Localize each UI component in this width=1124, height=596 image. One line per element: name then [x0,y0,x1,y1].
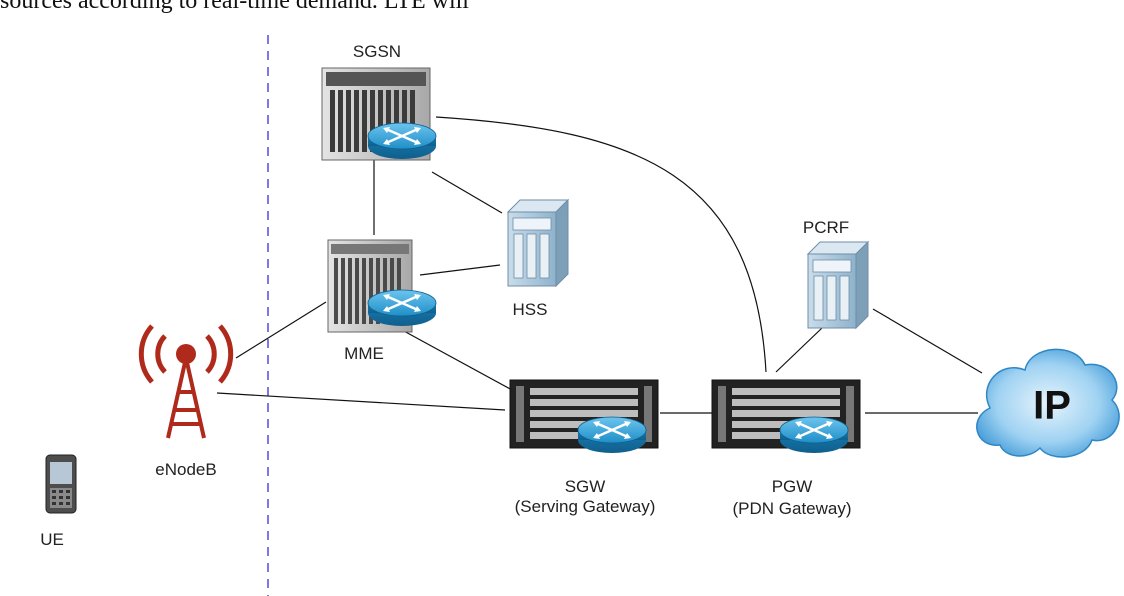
link-pcrf-ip [872,308,983,374]
link-mme-sgw [401,329,513,391]
ip-cloud-icon [976,348,1120,458]
ip-label: IP [1033,383,1071,428]
enodeb-antenna-icon [138,324,234,439]
mme-node [327,239,438,333]
sgsn-router-icon [366,121,438,161]
sgsn-label: SGSN [352,42,402,61]
sgsn-slots [330,90,415,152]
link-sgsn-pgw [435,116,767,373]
sgw-router-icon [576,415,648,455]
link-pcrf-pgw [775,327,823,373]
link-mme-hss [419,264,501,276]
pgw-sublabel: (PDN Gateway) [732,499,852,518]
sgsn-top-panel [326,72,426,86]
link-sgsn-hss [431,171,503,214]
hss-label: HSS [512,300,548,319]
ue-phone-icon [45,454,77,514]
sgw-node [509,379,659,455]
connections [216,116,983,414]
sgsn-node [321,67,438,161]
link-enodeb-sgw [216,392,506,411]
top-text-fragment: sources according to real-time demand. L… [0,0,469,14]
pgw-router-icon [778,415,850,455]
link-enodeb-mme [235,301,327,359]
ue-label: UE [40,530,64,549]
sgw-sublabel: (Serving Gateway) [514,497,656,516]
sgw-label: SGW [564,477,606,496]
pgw-label: PGW [771,477,813,496]
enodeb-label: eNodeB [155,460,217,479]
mme-top-panel [331,244,409,254]
hss-node [506,198,570,288]
mme-label: MME [344,344,384,363]
pcrf-label: PCRF [802,218,850,237]
pcrf-node [806,240,870,330]
mme-router-icon [366,288,438,328]
pgw-node [711,379,861,455]
